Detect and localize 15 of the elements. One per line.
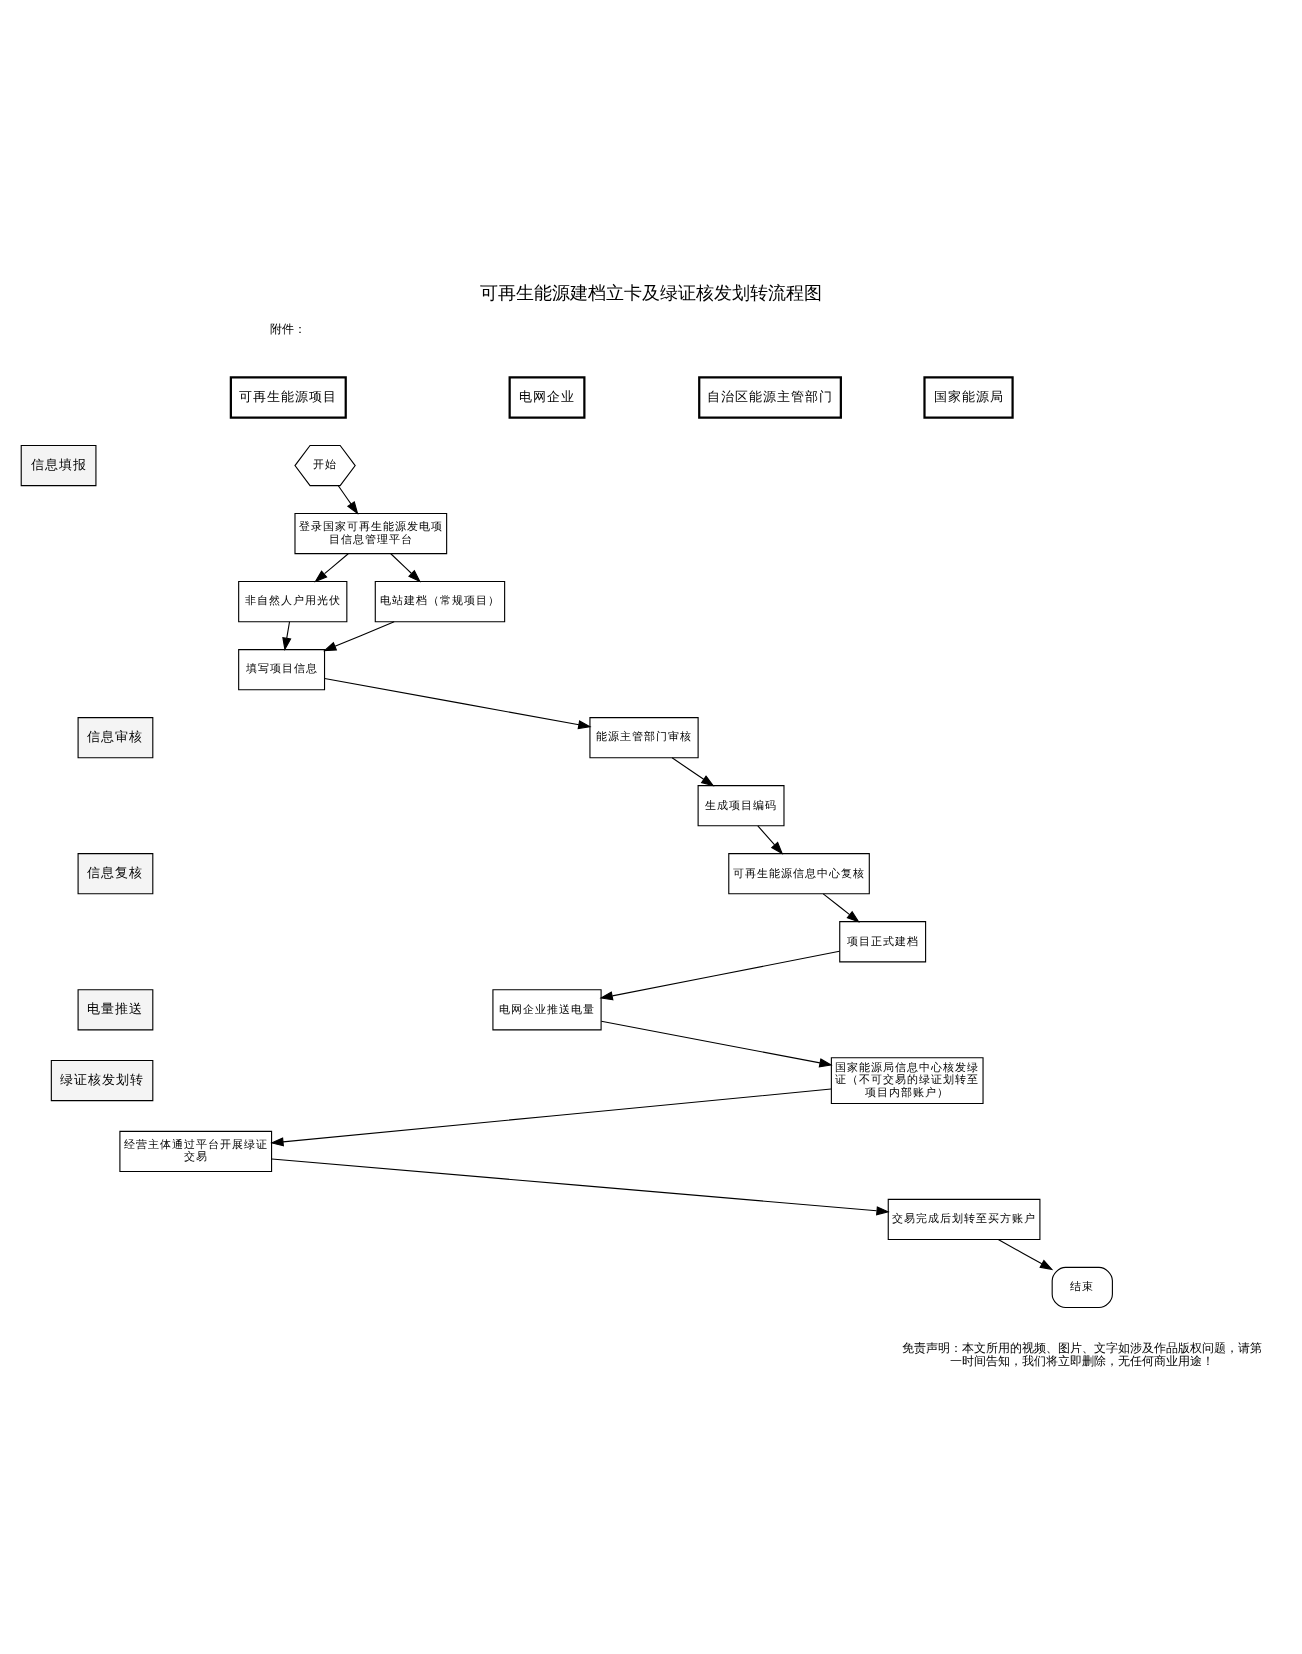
arrow	[599, 949, 841, 1000]
arrow	[822, 892, 860, 922]
arrow	[314, 552, 349, 582]
arrow	[600, 1019, 833, 1067]
diagram-title: 可再生能源建档立卡及绿证核发划转流程图	[480, 284, 822, 305]
arrow	[671, 756, 715, 786]
arrow	[323, 620, 395, 651]
arrow	[270, 1087, 832, 1146]
arrow	[997, 1238, 1054, 1270]
arrow	[390, 552, 421, 582]
arrow	[337, 484, 359, 514]
arrow	[282, 620, 292, 650]
arrow	[324, 677, 592, 729]
arrow	[757, 824, 784, 854]
arrow	[271, 1157, 890, 1215]
